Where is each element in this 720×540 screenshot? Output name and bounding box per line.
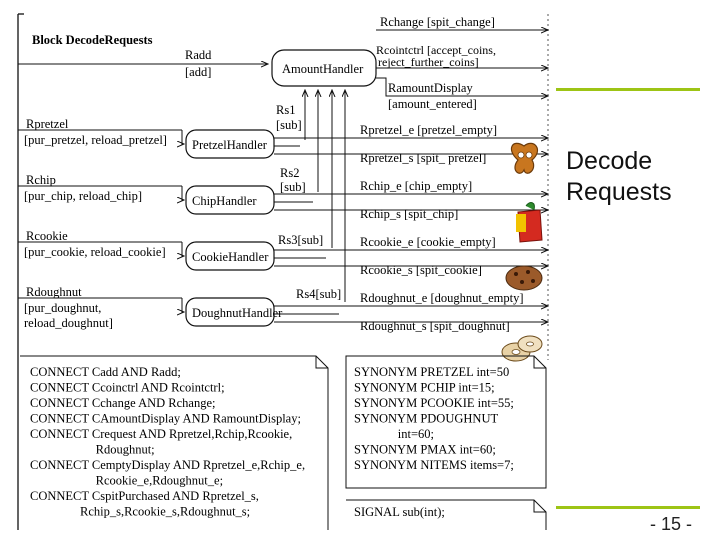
handler-row: Rcookie [pur_cookie, reload_cookie] Cookie… xyxy=(18,229,548,277)
connect-note-fold xyxy=(315,356,328,369)
handler-input-arrow xyxy=(182,242,184,256)
synonym-code-line: SYNONYM PDOUGHNUT xyxy=(354,412,498,426)
ramount-label: RamountDisplay xyxy=(388,81,473,95)
slide-title-line-1: Decode xyxy=(566,147,653,175)
slide-title-line-2: Requests xyxy=(566,178,672,206)
handler-row: Rpretzel [pur_pretzel, reload_pretzel] Pre… xyxy=(18,117,548,165)
connect-code-line: CONNECT Cchange AND Rchange; xyxy=(30,396,216,410)
page-number: - 15 - xyxy=(650,514,693,534)
rchange-label: Rchange [spit_change] xyxy=(380,15,495,29)
synonym-code-line: SYNONYM PCHIP int=15; xyxy=(354,381,495,395)
handler-row: Rchip[pur_chip, reload_chip]ChipHandlerR… xyxy=(18,173,548,221)
doughnut-icon xyxy=(501,335,543,362)
connect-code-line: CONNECT CspitPurchased AND Rpretzel_s, xyxy=(30,489,259,503)
handler-box xyxy=(185,297,275,327)
handler-output-e-label: Rdoughnut_e [doughnut_empty] xyxy=(360,291,524,305)
connect-code-line: CONNECT Crequest AND Rpretzel,Rchip,Rcoo… xyxy=(30,427,292,441)
synonym-note-frame xyxy=(345,355,547,489)
handler-output-e-label: Rcookie_e [cookie_empty] xyxy=(360,235,496,249)
connect-code-line: CONNECT Ccoinctrl AND Rcointctrl; xyxy=(30,381,225,395)
signal-line: SIGNAL sub(int); xyxy=(354,505,445,519)
handler-box xyxy=(185,241,275,271)
handler-name: CookieHandler xyxy=(192,250,269,264)
radd-label: Radd xyxy=(185,48,212,62)
rs4-label: Rs4[sub] xyxy=(296,287,341,301)
connect-code-line: Rdoughnut; xyxy=(30,443,155,457)
handler-input-label: Rchip xyxy=(26,173,56,187)
synonym-note-fold xyxy=(533,356,546,369)
rcoinctrl-type-label: reject_further_coins] xyxy=(378,55,479,69)
signal-note-frame xyxy=(346,499,547,530)
connect-code-line: Rcookie_e,Rdoughnut_e; xyxy=(30,474,223,488)
connect-code-line: Rchip_s,Rcookie_s,Rdoughnut_s; xyxy=(30,505,250,519)
synonym-code-line: SYNONYM NITEMS items=7; xyxy=(354,458,514,472)
handler-input-type-label: [pur_chip, reload_chip] xyxy=(24,189,142,203)
synonym-code-line: int=60; xyxy=(354,427,434,441)
amount-handler-label: AmountHandler xyxy=(282,62,364,76)
handler-output-s-label: Rpretzel_s [spit_ pretzel] xyxy=(360,151,486,165)
slide-title: Decode Requests xyxy=(566,146,672,208)
handler-name: ChipHandler xyxy=(192,194,257,208)
synonym-code-line: SYNONYM PRETZEL int=50 xyxy=(354,365,509,379)
title-accent-top xyxy=(556,88,700,91)
handler-input-arrow xyxy=(182,298,184,312)
synonym-code-line: SYNONYM PCOOKIE int=55; xyxy=(354,396,514,410)
handler-row: Rdoughnut [pur_doughnut,reload_doughnut] D… xyxy=(18,285,548,333)
handler-input-type-label: [pur_cookie, reload_cookie] xyxy=(24,245,166,259)
rs1-type-label: [sub] xyxy=(276,118,302,132)
handler-box xyxy=(185,185,275,215)
ramount-type-label: [amount_entered] xyxy=(388,97,477,111)
synonym-code-line: SYNONYM PMAX int=60; xyxy=(354,443,496,457)
rs2-label: Rs2 xyxy=(280,166,299,180)
handler-box xyxy=(185,129,275,159)
handler-input-arrow xyxy=(182,186,184,200)
footer-accent xyxy=(556,506,700,509)
handler-input-label: Rdoughnut xyxy=(26,285,82,299)
handler-input-label: Rcookie xyxy=(26,229,68,243)
signal-note-fold xyxy=(533,500,546,513)
handler-input-type-label: [pur_pretzel, reload_pretzel] xyxy=(24,133,167,147)
handler-input-arrow xyxy=(182,130,184,144)
handler-output-e-label: Rpretzel_e [pretzel_empty] xyxy=(360,123,497,137)
cookie-icon xyxy=(505,265,543,291)
handler-input-label: Rpretzel xyxy=(26,117,69,131)
rs1-label: Rs1 xyxy=(276,103,295,117)
handler-output-e-label: Rchip_e [chip_empty] xyxy=(360,179,472,193)
connect-note-frame xyxy=(20,355,329,530)
radd-type-label: [add] xyxy=(185,65,211,79)
handler-input-type-label-2: reload_doughnut] xyxy=(24,316,113,330)
chips-bag-icon xyxy=(516,202,543,243)
connect-code-line: CONNECT CAmountDisplay AND RamountDispla… xyxy=(30,412,301,426)
handler-output-s-label: Rchip_s [spit_chip] xyxy=(360,207,458,221)
handler-output-s-label: Rcookie_s [spit_cookie] xyxy=(360,263,482,277)
block-label: Block DecodeRequests xyxy=(32,33,153,47)
rs3-label: Rs3[sub] xyxy=(278,233,323,247)
connect-code-line: CONNECT CemptyDisplay AND Rpretzel_e,Rch… xyxy=(30,458,305,472)
pretzel-icon xyxy=(510,142,538,174)
connect-code-line: CONNECT Cadd AND Radd; xyxy=(30,365,181,379)
rcoinctrl-label: Rcointctrl [accept_coins, xyxy=(376,43,496,57)
handler-name: PretzelHandler xyxy=(192,138,268,152)
rs2-type-label: [sub] xyxy=(280,180,306,194)
ramount-signal-line xyxy=(376,77,548,96)
handler-name: DoughnutHandler xyxy=(192,306,283,320)
handler-input-type-label: [pur_doughnut, xyxy=(24,301,101,315)
handler-output-s-label: Rdoughnut_s [spit_doughnut] xyxy=(360,319,510,333)
